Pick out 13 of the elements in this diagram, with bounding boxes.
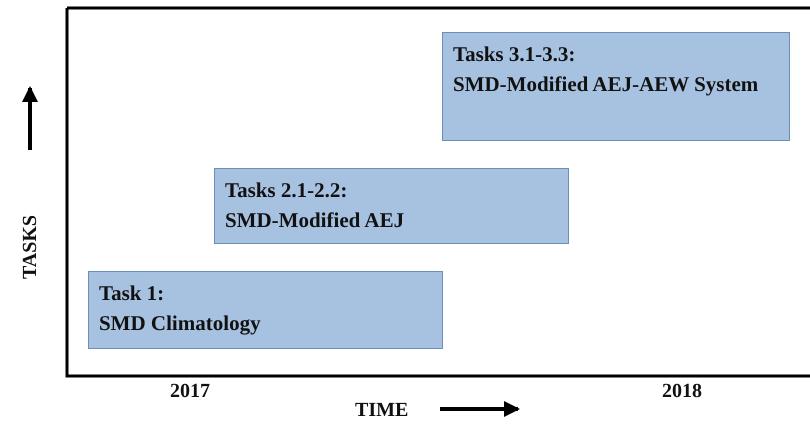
task-bar bbox=[88, 271, 443, 349]
task-bar bbox=[442, 32, 790, 141]
year-label: 2017 bbox=[170, 379, 210, 404]
axis-title: TASKS bbox=[18, 214, 42, 280]
task-description: SMD Climatology bbox=[99, 310, 262, 337]
task-heading: Task 1: bbox=[99, 280, 166, 307]
year-label: 2018 bbox=[662, 379, 702, 404]
task-description: SMD-Modified AEJ-AEW System bbox=[453, 71, 760, 98]
task-bar bbox=[214, 168, 569, 244]
task-heading: Tasks 3.1-3.3: bbox=[453, 41, 576, 68]
task-description: SMD-Modified AEJ bbox=[225, 207, 406, 234]
task-heading: Tasks 2.1-2.2: bbox=[225, 177, 348, 204]
axis-title: TIME bbox=[355, 398, 408, 423]
